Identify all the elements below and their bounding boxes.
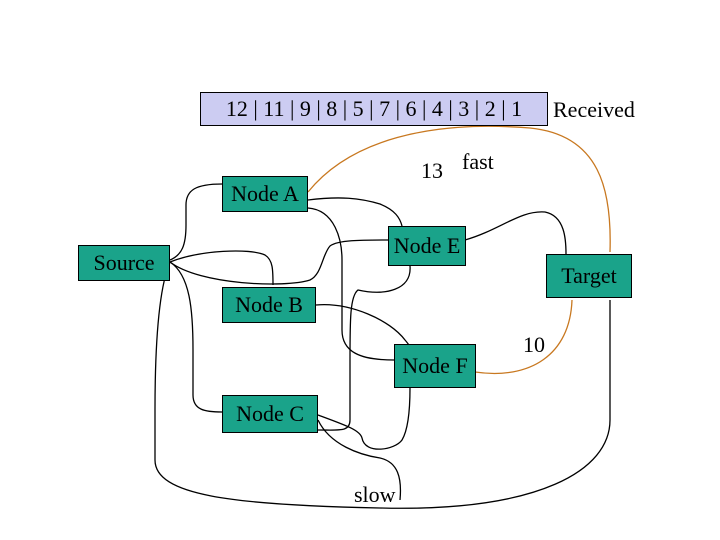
node-f: Node F — [394, 344, 476, 388]
source-node-label: Source — [93, 250, 155, 275]
node-e-label: Node E — [393, 233, 461, 258]
node-e-to-node-c-line — [317, 265, 411, 431]
target-node: Target — [546, 254, 632, 298]
node-a-label: Node A — [231, 181, 299, 206]
source-to-node-b-line — [169, 250, 274, 286]
slow-label: slow — [354, 482, 396, 507]
received-label: Received — [553, 97, 635, 122]
source-to-node-e-line — [169, 239, 389, 285]
source-to-node-c-line — [169, 261, 223, 413]
node-c-to-slow-line — [317, 387, 411, 450]
node-a-to-node-f-line — [307, 207, 395, 361]
target-node-label: Target — [561, 263, 617, 288]
fast-label: fast — [462, 149, 494, 174]
received-sequence-text: 12 | 11 | 9 | 8 | 5 | 7 | 6 | 4 | 3 | 2 … — [225, 96, 523, 121]
node-c-to-slow-lower-line — [317, 419, 402, 501]
node-c: Node C — [222, 395, 318, 433]
orange-packet-number: 10 — [523, 332, 545, 357]
node-a: Node A — [222, 176, 308, 212]
node-f-to-target-route-line — [474, 299, 573, 375]
source-to-target-slow-line — [154, 261, 611, 509]
node-c-label: Node C — [236, 401, 304, 426]
node-e: Node E — [388, 226, 466, 266]
node-b-to-node-f-line — [315, 304, 415, 351]
node-a-to-node-e-line — [307, 197, 403, 227]
received-sequence-box: 12 | 11 | 9 | 8 | 5 | 7 | 6 | 4 | 3 | 2 … — [200, 92, 548, 126]
fast-route-line — [307, 125, 611, 253]
node-b-label: Node B — [235, 292, 303, 317]
node-f-label: Node F — [402, 353, 468, 378]
node-b: Node B — [222, 287, 316, 323]
source-to-node-a-line — [169, 183, 223, 261]
fast-packet-number: 13 — [421, 158, 443, 183]
node-e-to-target-line — [464, 211, 567, 255]
source-node: Source — [78, 245, 170, 281]
